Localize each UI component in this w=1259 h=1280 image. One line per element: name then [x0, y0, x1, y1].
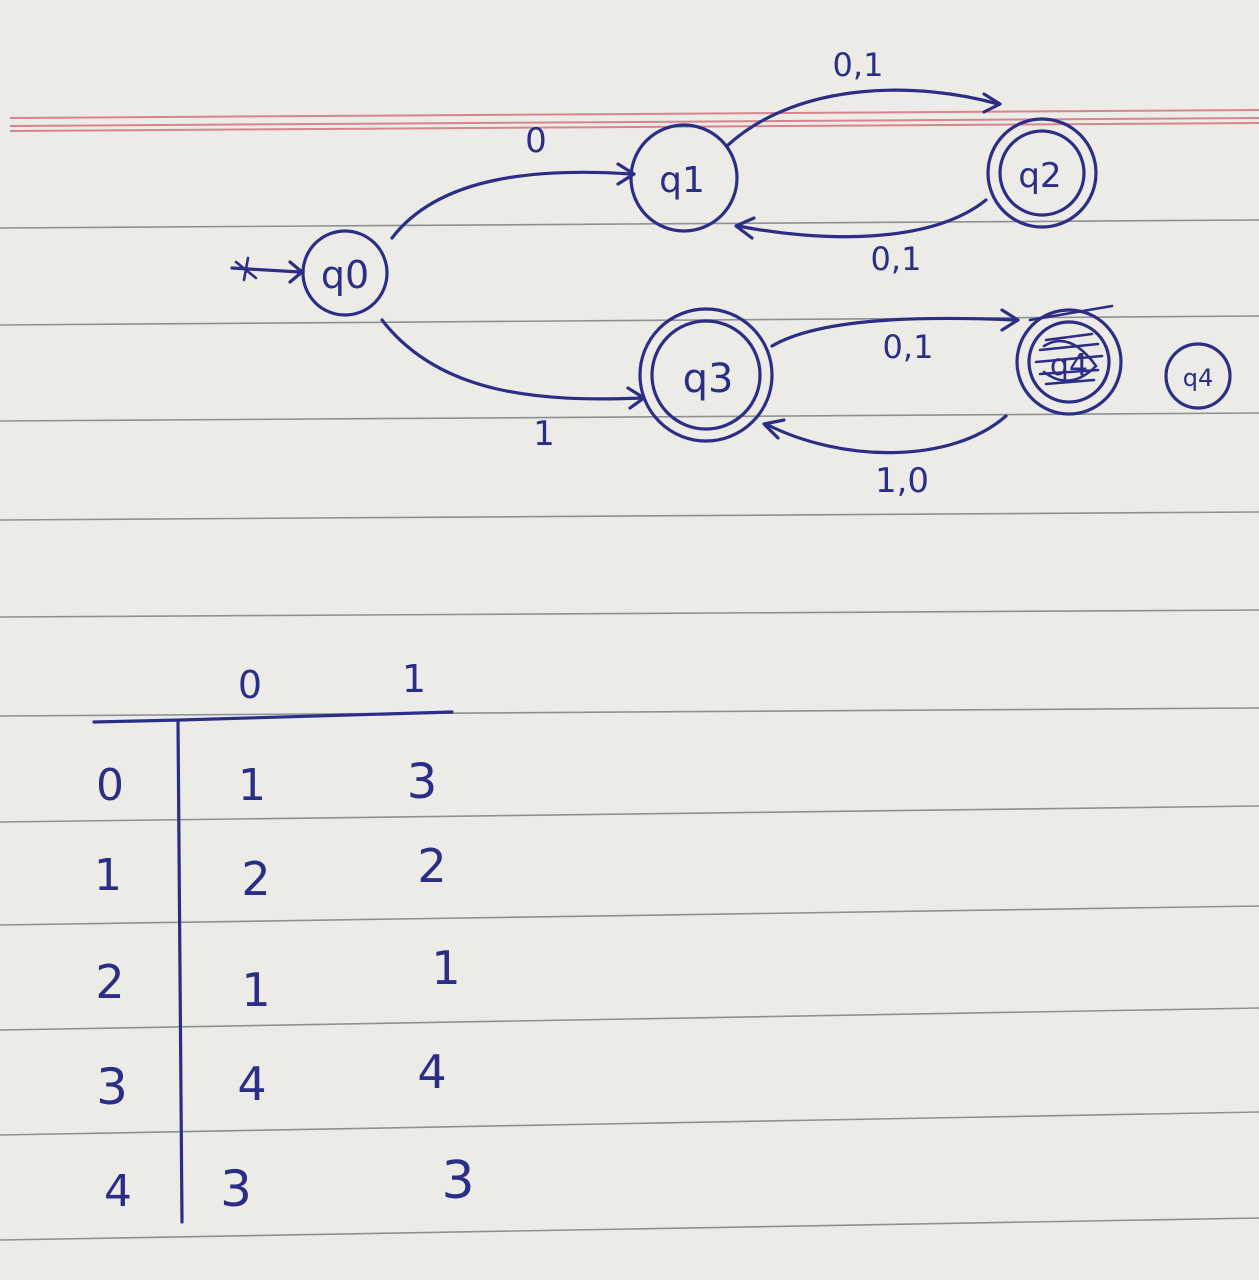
- cell-3-0: 4: [237, 1057, 266, 1111]
- transition-q3-q4: 0,1: [770, 308, 1020, 366]
- cell-4-0: 3: [220, 1160, 252, 1218]
- table-row: 0 1 3: [96, 754, 437, 811]
- transition-q1-q2: 0,1: [726, 46, 1002, 147]
- table-row: 1 2 2: [94, 839, 447, 906]
- state-q4-note: q4: [1164, 342, 1232, 410]
- state-q4: q4: [1015, 304, 1123, 416]
- cell-4-1: 3: [441, 1151, 474, 1211]
- transition-q0-q1: 0: [390, 121, 636, 240]
- transition-label-q0-q1: 0: [525, 121, 547, 161]
- cell-0-0: 1: [238, 760, 266, 811]
- table-row: 4 3 3: [104, 1151, 475, 1218]
- table-divider: [176, 720, 184, 1224]
- transition-label-q1-q2: 0,1: [833, 46, 884, 84]
- column-header-1: 1: [402, 657, 426, 701]
- state-q2: q2: [986, 117, 1098, 229]
- column-header-0: 0: [238, 663, 262, 707]
- state-q3: q3: [638, 307, 774, 443]
- transition-q2-q1: 0,1: [734, 198, 988, 278]
- automaton-diagram: q0 q1 q2 q3 q4 q4: [230, 46, 1232, 501]
- cell-3-1: 4: [417, 1045, 446, 1099]
- state-q1: q1: [629, 123, 739, 233]
- cell-1-1: 2: [417, 839, 446, 893]
- state-label-q0: q0: [321, 253, 369, 297]
- state-label-q1: q1: [659, 160, 705, 201]
- row-state-4: 4: [104, 1166, 132, 1217]
- state-label-q4-note: q4: [1183, 364, 1214, 392]
- row-state-3: 3: [96, 1058, 128, 1116]
- transition-q0-q3: 1: [380, 318, 646, 454]
- transition-label-q3-q4: 0,1: [883, 328, 934, 366]
- state-q0: q0: [301, 229, 389, 317]
- transition-label-q2-q1: 0,1: [871, 240, 922, 278]
- start-arrow: [230, 256, 304, 284]
- transition-label-q4-q3: 1,0: [875, 461, 929, 501]
- table-row: 3 4 4: [96, 1045, 447, 1116]
- row-state-0: 0: [96, 760, 124, 811]
- table-header-line: [92, 710, 454, 724]
- row-state-2: 2: [95, 955, 124, 1009]
- cell-0-1: 3: [407, 754, 438, 810]
- cell-1-0: 2: [241, 852, 270, 906]
- transition-q4-q3: 1,0: [762, 414, 1008, 501]
- ruled-lines: [0, 109, 1259, 1241]
- transition-label-q0-q3: 1: [533, 414, 555, 454]
- state-label-q2: q2: [1018, 156, 1061, 196]
- cell-2-0: 1: [241, 963, 270, 1017]
- cell-2-1: 1: [431, 941, 460, 995]
- table-row: 2 1 1: [95, 941, 460, 1017]
- scribble-mark: [1028, 304, 1114, 386]
- state-label-q3: q3: [683, 356, 734, 402]
- transition-table: 0 1 0 1 3 1 2 2 2 1 1 3 4 4 4 3 3: [92, 657, 475, 1224]
- row-state-1: 1: [94, 850, 122, 901]
